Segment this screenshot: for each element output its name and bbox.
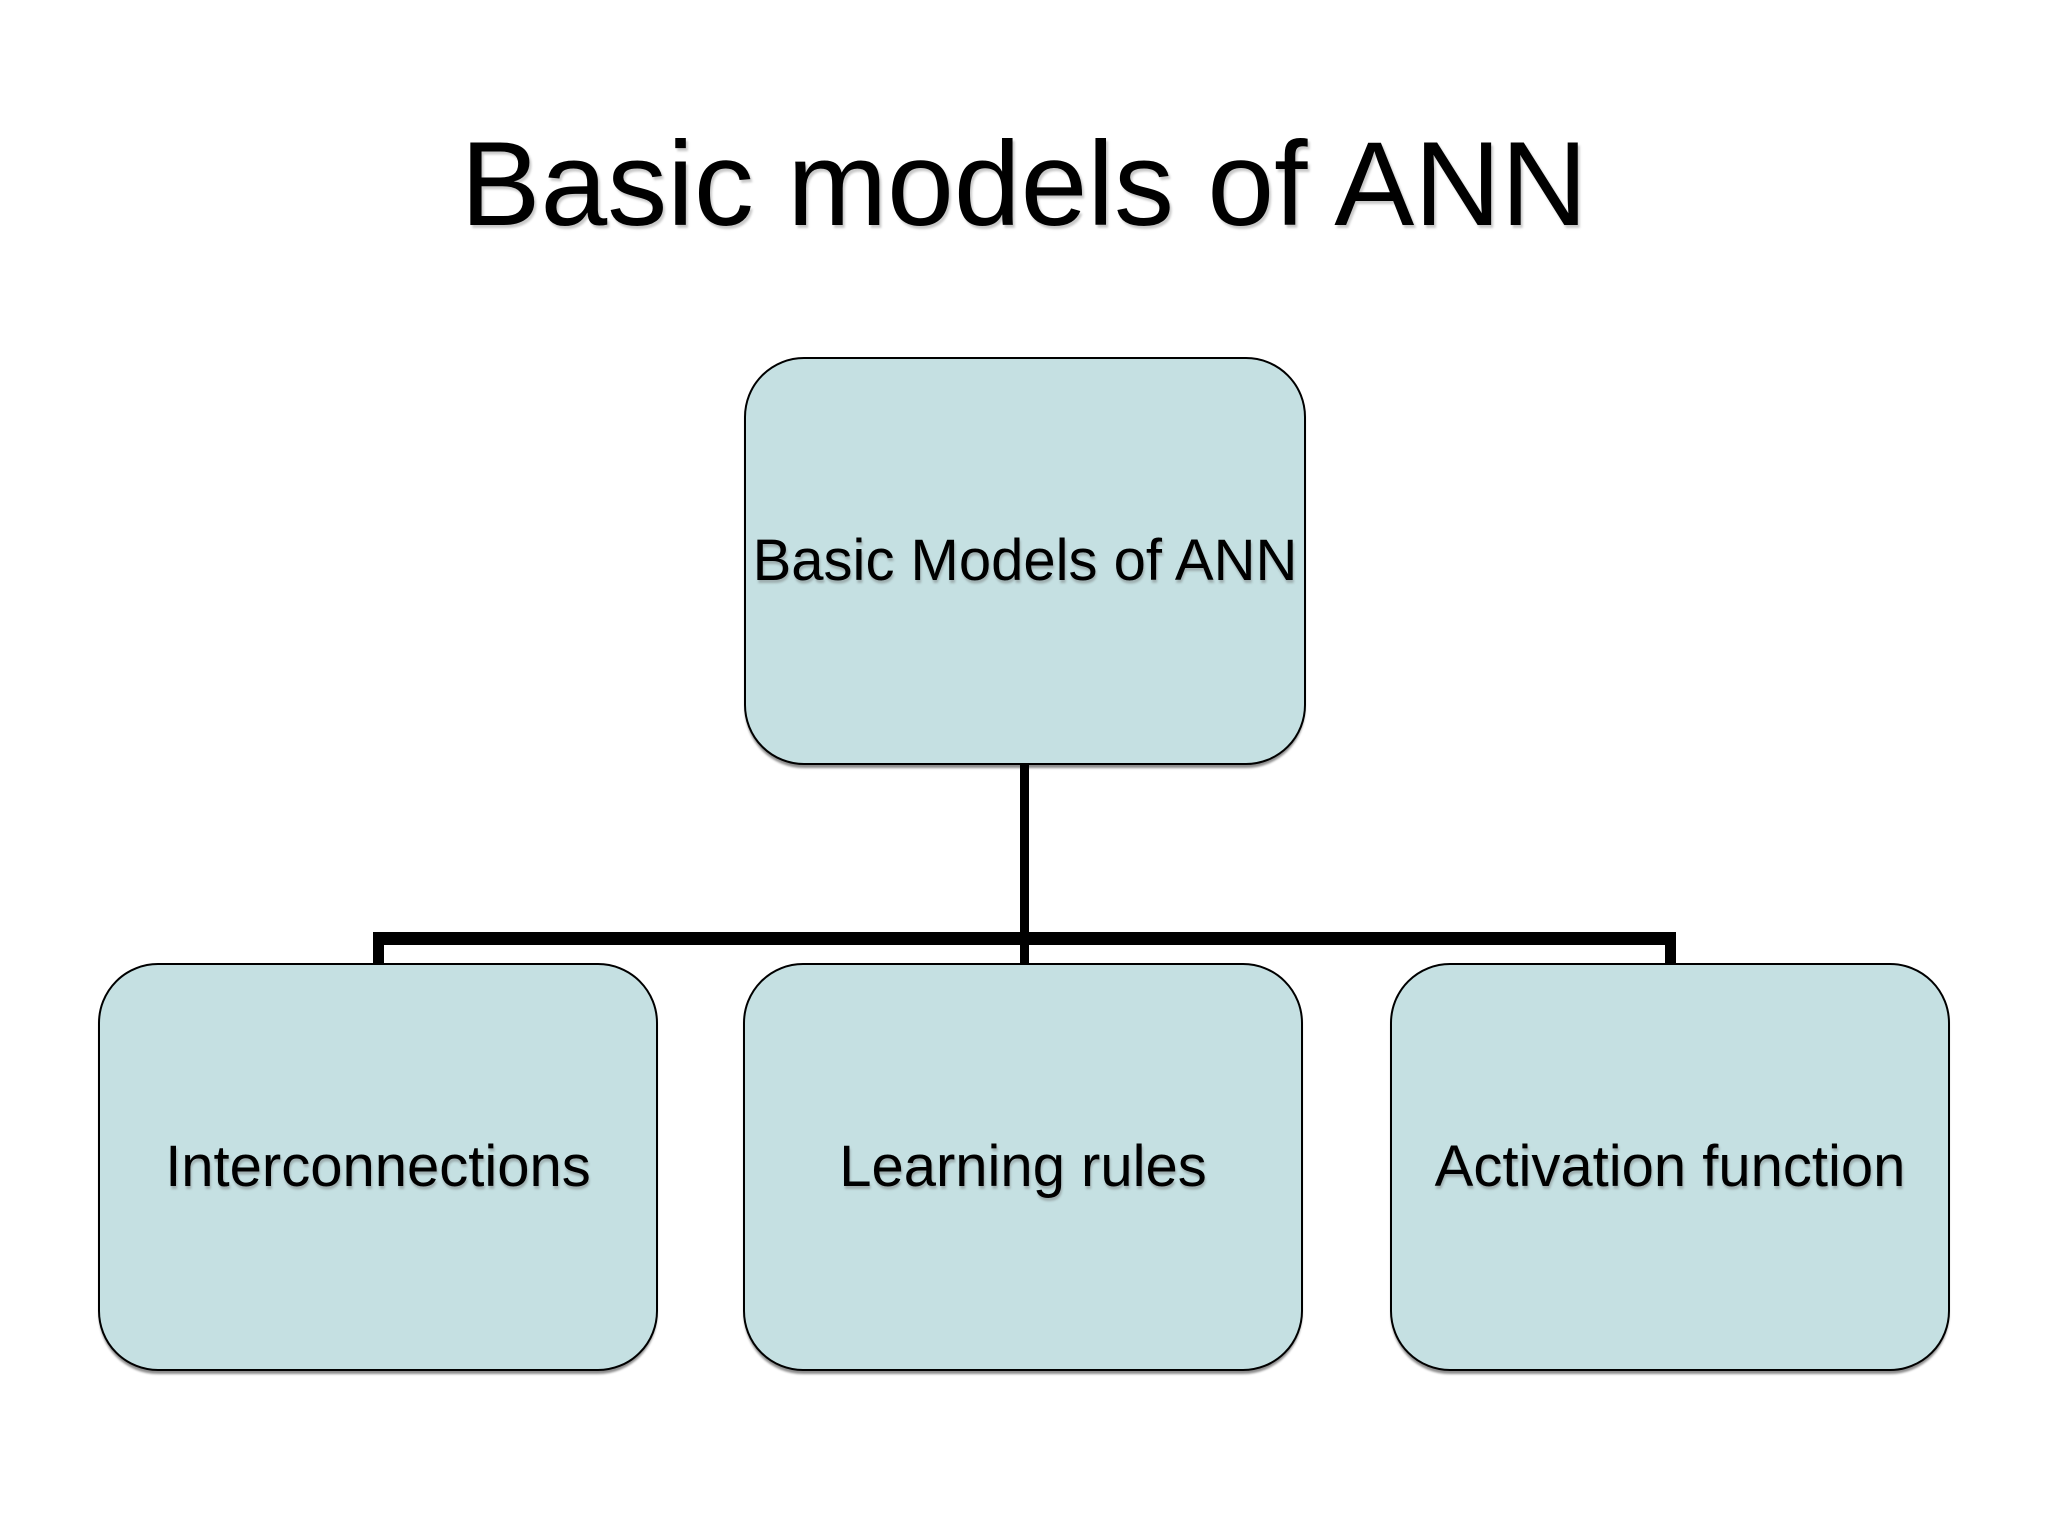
node-learning-rules: Learning rules: [743, 963, 1303, 1371]
slide-title: Basic models of ANN: [460, 117, 1588, 251]
child-node-label-learning-rules: Learning rules: [839, 1133, 1207, 1199]
connector-drop-left: [373, 932, 384, 965]
connector-stem: [1020, 765, 1029, 965]
child-node-label-interconnections: Interconnections: [165, 1133, 591, 1199]
connector-drop-right: [1665, 932, 1676, 965]
node-basic-models-of-ann: Basic Models of ANN: [744, 357, 1306, 765]
connector-horizontal-bar: [373, 932, 1676, 945]
node-activation-function: Activation function: [1390, 963, 1950, 1371]
child-node-label-activation-function: Activation function: [1434, 1133, 1906, 1199]
root-node-label: Basic Models of ANN: [752, 527, 1298, 593]
node-interconnections: Interconnections: [98, 963, 658, 1371]
